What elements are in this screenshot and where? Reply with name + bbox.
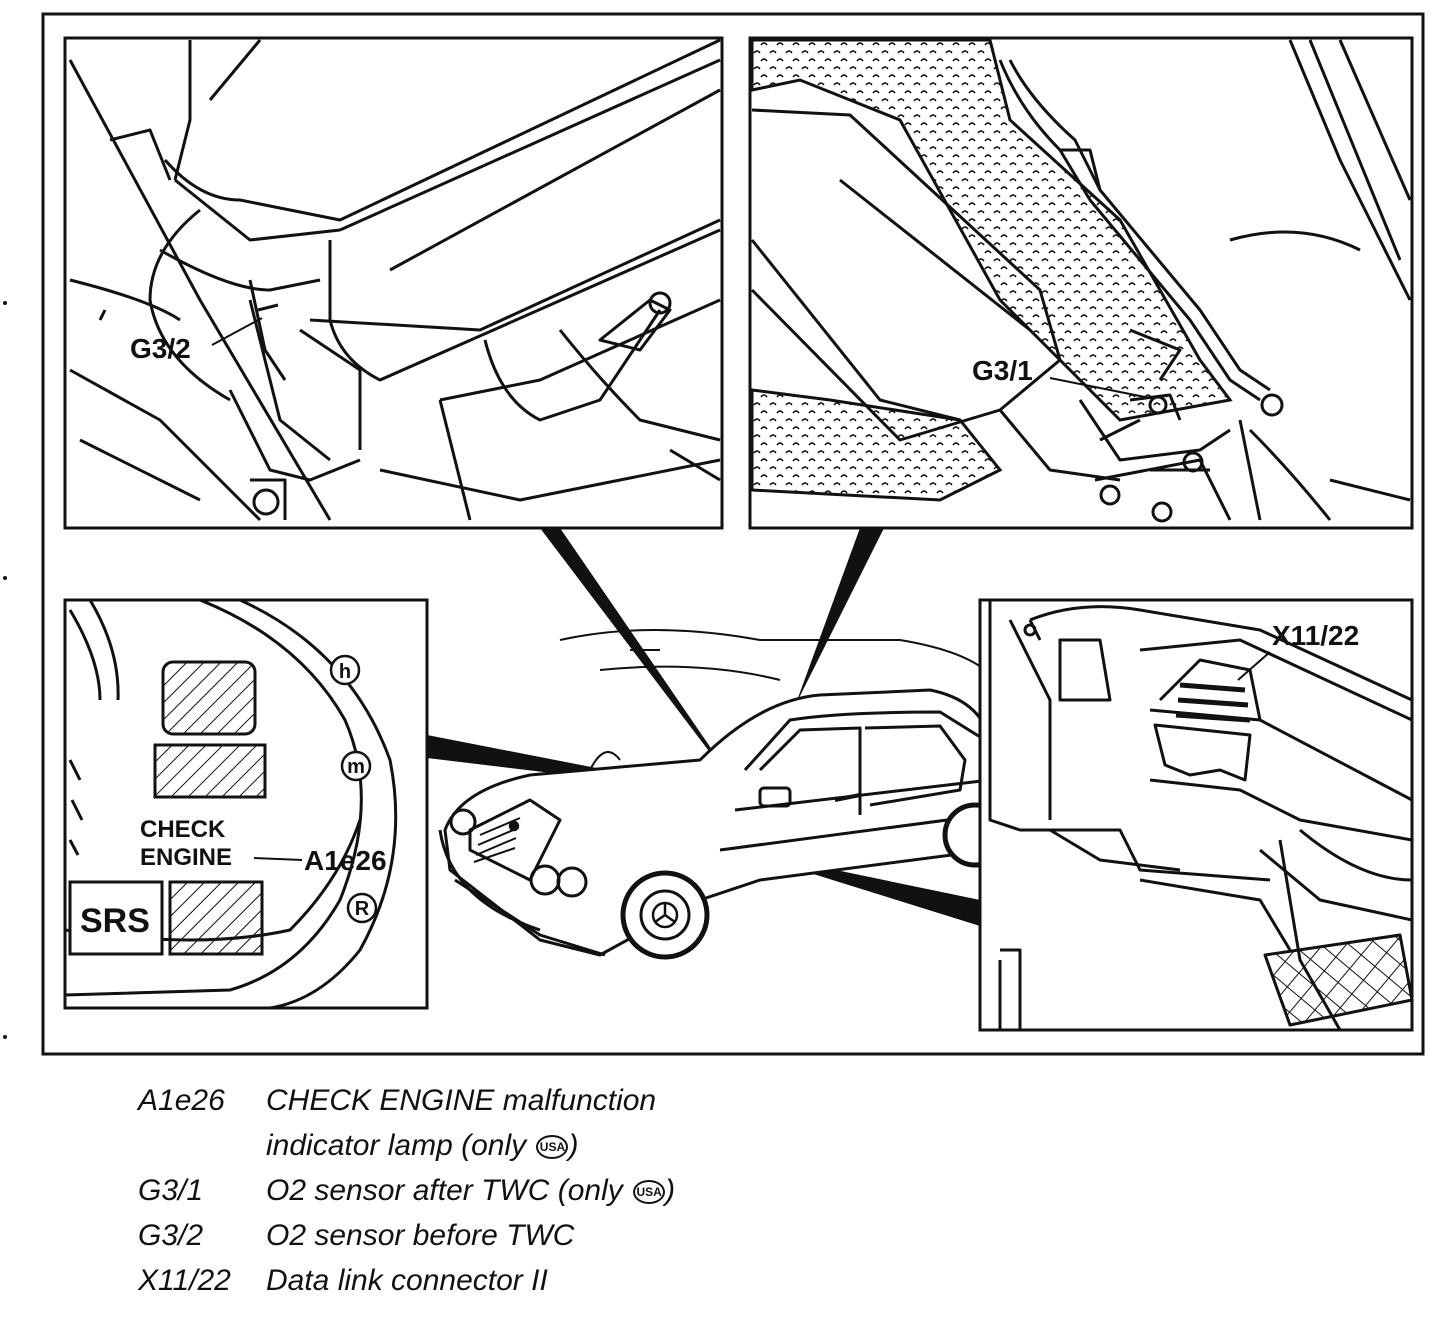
scan-dots — [3, 301, 7, 1039]
callout-a1e26: A1e26 — [304, 845, 387, 876]
mercedes-star-icon — [508, 820, 679, 929]
outer-frame — [41, 12, 1425, 1056]
cluster-engine-label: ENGINE — [140, 844, 232, 871]
usa-badge-icon: USA — [536, 1135, 569, 1159]
legend-text-wrap: indicator lamp (only USA) — [266, 1123, 838, 1168]
component-location-diagram: G3/2 — [3, 12, 1425, 1056]
callout-g3-1: G3/1 — [972, 355, 1033, 386]
gear-indicators: h m R — [329, 654, 378, 924]
legend-row: A1e26 CHECK ENGINE malfunction — [138, 1078, 838, 1123]
gear-m: m — [347, 756, 365, 778]
gear-r: R — [355, 898, 370, 920]
legend-text-wrap: O2 sensor after TWC (only USA) — [266, 1168, 838, 1213]
legend-row: G3/2 O2 sensor before TWC — [138, 1213, 838, 1258]
panel-o2-after-twc: G3/1 — [748, 36, 1414, 530]
legend-row: G3/1 O2 sensor after TWC (only USA) — [138, 1168, 838, 1213]
gear-h: h — [339, 661, 351, 683]
car-illustration — [438, 629, 1008, 960]
legend-close-paren: ) — [665, 1174, 676, 1207]
legend: A1e26 CHECK ENGINE malfunction indicator… — [138, 1078, 838, 1303]
legend-close-paren: ) — [568, 1129, 579, 1162]
panel-data-link-connector: X11/22 — [978, 598, 1414, 1032]
legend-code: X11/22 — [138, 1264, 231, 1297]
legend-code: A1e26 — [138, 1084, 225, 1117]
panel-instrument-cluster: CHECK ENGINE SRS A1e26 h m R — [63, 598, 429, 1010]
legend-row: indicator lamp (only USA) — [138, 1123, 838, 1168]
legend-text: O2 sensor after TWC (only — [266, 1174, 623, 1207]
legend-code: G3/1 — [138, 1174, 204, 1207]
legend-text: CHECK ENGINE malfunction — [266, 1084, 657, 1117]
legend-code: G3/2 — [138, 1219, 204, 1252]
usa-badge-icon: USA — [633, 1180, 666, 1204]
callout-x11-22: X11/22 — [1272, 620, 1359, 651]
cluster-srs-label: SRS — [80, 902, 150, 940]
legend-text: indicator lamp (only — [266, 1129, 527, 1162]
cluster-check-label: CHECK — [140, 816, 226, 843]
panel-o2-before-twc: G3/2 — [63, 36, 724, 530]
legend-text: Data link connector II — [266, 1264, 548, 1297]
callout-g3-2: G3/2 — [130, 333, 191, 364]
legend-text: O2 sensor before TWC — [266, 1219, 575, 1252]
legend-row: X11/22 Data link connector II — [138, 1258, 838, 1303]
